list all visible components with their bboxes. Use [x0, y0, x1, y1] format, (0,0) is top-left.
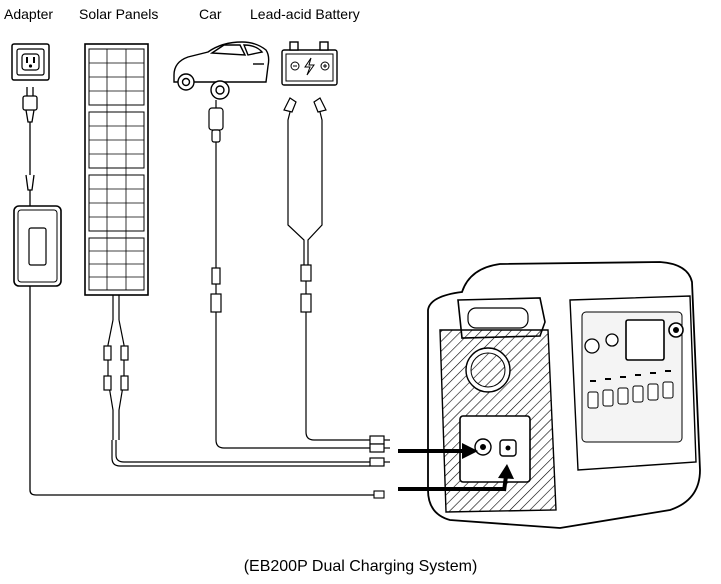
solar-panel-icon: [84, 43, 149, 296]
lead-acid-battery-icon: [281, 41, 338, 86]
arrow-right-icon: [398, 443, 478, 459]
battery-clamp-cable: [283, 97, 370, 441]
cable-connectors: [369, 435, 390, 467]
car-label: Car: [199, 6, 222, 22]
adapter-plug: [22, 87, 38, 206]
power-adapter-icon: [13, 205, 62, 287]
battery-label: Lead-acid Battery: [250, 6, 360, 22]
car-charger-cable: [208, 100, 370, 449]
solar-panels-label: Solar Panels: [79, 6, 159, 22]
arrow-right-icon: [398, 464, 514, 492]
solar-cable: [103, 295, 370, 467]
diagram-caption: (EB200P Dual Charging System): [243, 558, 478, 575]
wall-outlet-icon: [11, 43, 50, 81]
adapter-label: Adapter: [4, 6, 54, 22]
car-icon: [173, 41, 270, 100]
